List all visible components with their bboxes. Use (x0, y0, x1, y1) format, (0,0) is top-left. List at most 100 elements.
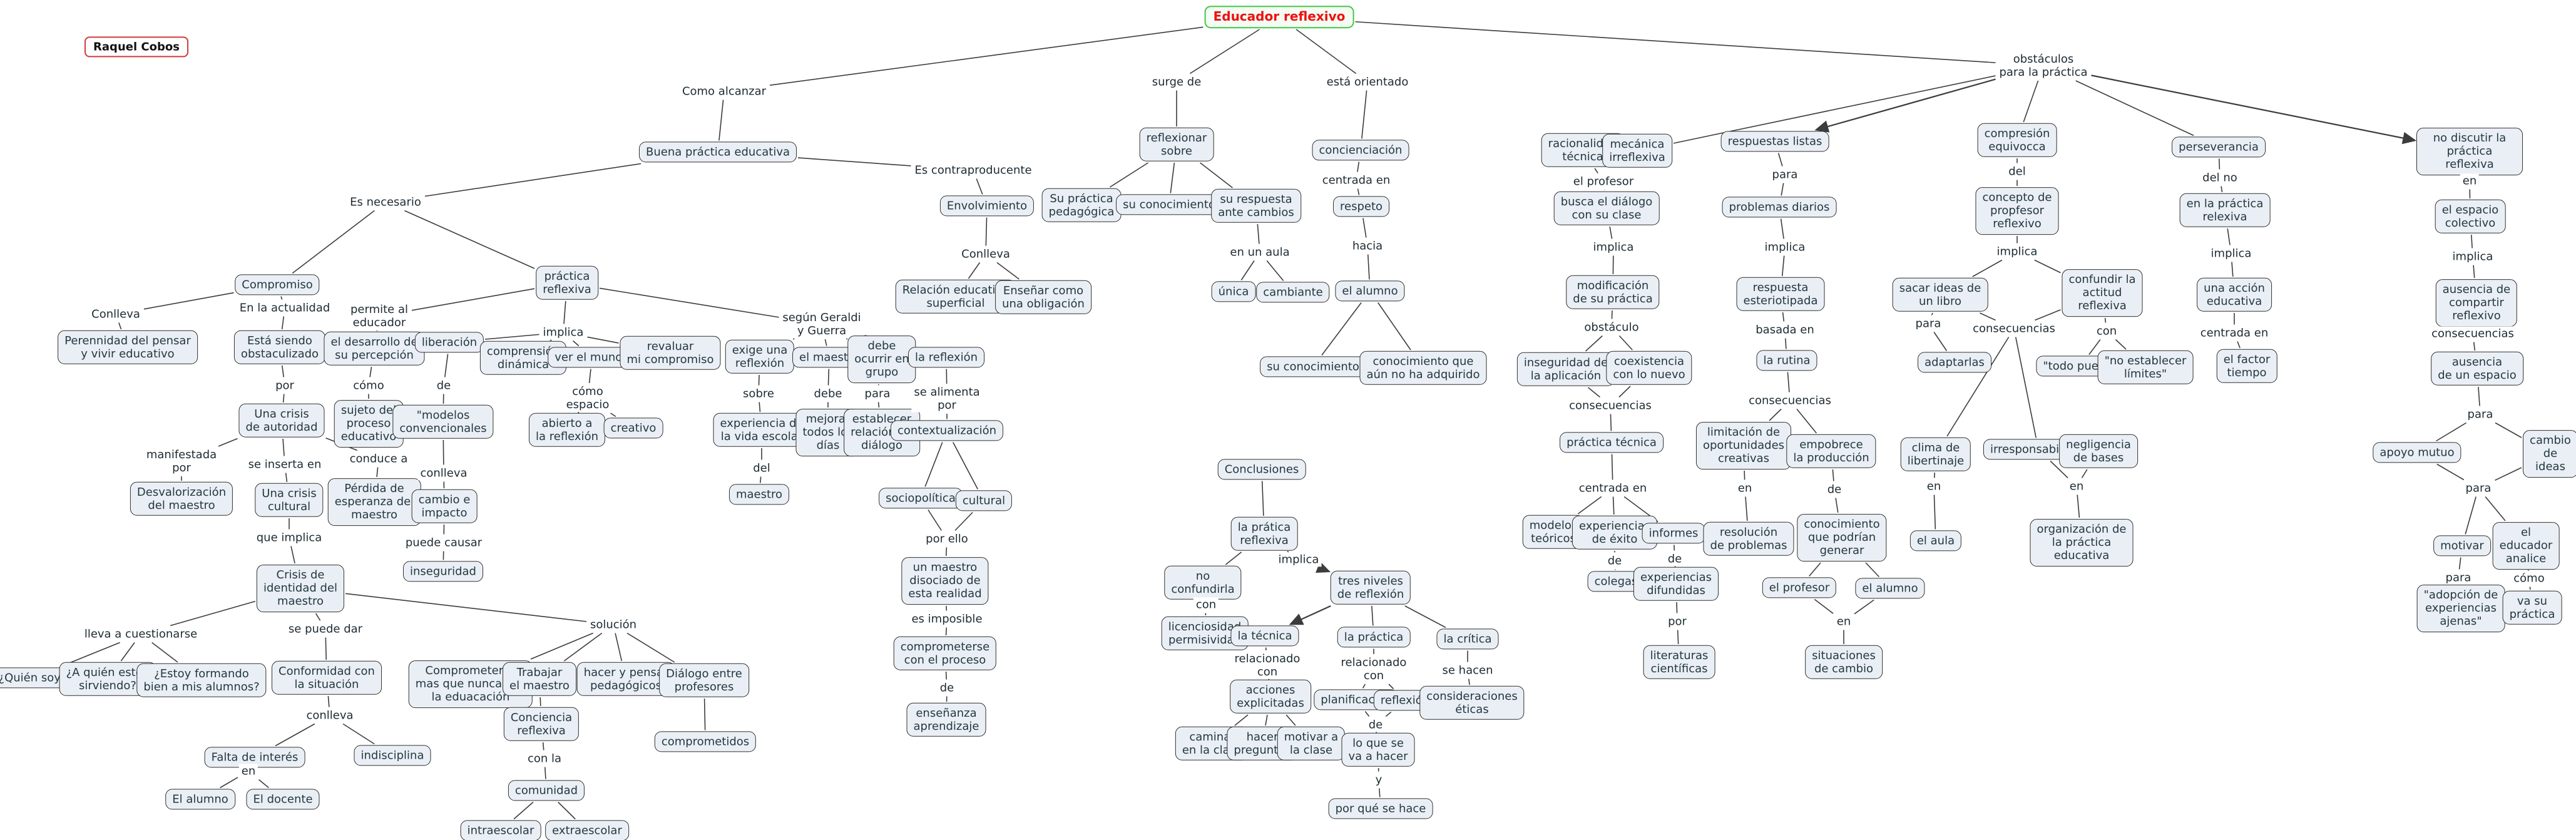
ensenanza-aprendizaje-node[interactable]: enseñanza aprendizaje (906, 702, 986, 737)
concepto-profesor-node[interactable]: concepto de propfesor reflexivo (1975, 187, 2059, 235)
una-accion-node[interactable]: una acción educativa (2197, 277, 2272, 312)
lp-segun-linking-phrase[interactable]: según Geraldi y Guerra (780, 310, 864, 339)
inseguridad-apl-node[interactable]: inseguridad de la aplicación (1516, 352, 1615, 387)
concienciacion-node[interactable]: concienciación (1312, 140, 1409, 161)
lp-solucion-linking-phrase[interactable]: solución (587, 617, 640, 632)
indisciplina-node[interactable]: indisciplina (354, 745, 431, 766)
lp-surge-de-linking-phrase[interactable]: surge de (1149, 74, 1204, 90)
lp-para1-linking-phrase[interactable]: para (862, 386, 893, 401)
lp-permite-linking-phrase[interactable]: permite al educador (347, 302, 411, 330)
lp-implica-c-linking-phrase[interactable]: implica (1275, 552, 1322, 567)
lp-conduce-linking-phrase[interactable]: conduce a (347, 451, 411, 466)
la-tecnica-node[interactable]: la técnica (1230, 625, 1299, 647)
lp-como1-linking-phrase[interactable]: cómo (350, 378, 387, 393)
ausencia-espacio-node[interactable]: ausencia de un espacio (2431, 351, 2523, 386)
ensenar-obligacion-node[interactable]: Enseñar como una obligación (995, 280, 1091, 315)
lp-en6-linking-phrase[interactable]: en (2460, 173, 2480, 188)
conocimiento-gen-node[interactable]: conocimiento que podrían generar (1797, 514, 1887, 561)
adopcion-node[interactable]: "adopción de experiencias ajenas" (2416, 585, 2505, 632)
creativo-node[interactable]: creativo (603, 417, 663, 439)
conocimiento-na-node[interactable]: conocimiento que aún no ha adquirido (1359, 351, 1487, 386)
informes-node[interactable]: informes (1642, 523, 1705, 544)
cambio-ideas-node[interactable]: cambio de ideas (2523, 430, 2576, 478)
no-establecer-node[interactable]: "no establecer límites" (2097, 350, 2194, 385)
lp-relacionado1-linking-phrase[interactable]: relacionado con (1232, 651, 1303, 680)
lp-en-aula-linking-phrase[interactable]: en un aula (1227, 245, 1292, 260)
lp-para4-linking-phrase[interactable]: para (2465, 407, 2496, 422)
lp-se-hacen-linking-phrase[interactable]: se hacen (1439, 663, 1496, 678)
lp-esta-orientado-linking-phrase[interactable]: está orientado (1324, 74, 1411, 90)
la-practica2-node[interactable]: la práctica (1337, 627, 1411, 648)
lp-puede-causar-linking-phrase[interactable]: puede causar (402, 535, 485, 550)
modificacion-node[interactable]: modificación de su práctica (1566, 275, 1660, 310)
comprometidos-node[interactable]: comprometidos (654, 731, 757, 752)
porque-se-hace-node[interactable]: por qué se hace (1328, 798, 1433, 819)
lp-del2-linking-phrase[interactable]: del (2006, 164, 2028, 179)
espacio-colectivo-node[interactable]: el espacio colectivo (2435, 199, 2506, 234)
lp-para2-linking-phrase[interactable]: para (1769, 167, 1801, 182)
lp-con-la-linking-phrase[interactable]: con la (524, 751, 565, 766)
hacer-pensar-node[interactable]: hacer y pensar pedagógicos (576, 662, 675, 697)
lp-se-inserta-linking-phrase[interactable]: se inserta en (245, 457, 324, 472)
la-critica-node[interactable]: la crítica (1436, 628, 1499, 650)
lp-en2-linking-phrase[interactable]: en (1735, 481, 1755, 496)
modelos-conv-node[interactable]: "modelos convencionales (392, 404, 494, 439)
lp-por2-linking-phrase[interactable]: por (1665, 614, 1689, 629)
lp-de4-linking-phrase[interactable]: de (1605, 553, 1625, 568)
practica-tecnica-node[interactable]: práctica técnica (1560, 432, 1664, 453)
mecanica-node[interactable]: mecánica irreflexiva (1602, 133, 1672, 168)
revaluar-node[interactable]: revaluar mi compromiso (620, 335, 721, 371)
perdida-esperanza-node[interactable]: Pérdida de esperanza del maestro (327, 478, 421, 526)
lp-de5-linking-phrase[interactable]: de (1665, 551, 1685, 566)
busca-dialogo-node[interactable]: busca el diálogo con su clase (1553, 191, 1660, 226)
lp-relacionado2-linking-phrase[interactable]: relacionado con (1338, 655, 1409, 684)
literaturas-node[interactable]: literaturas científicas (1643, 645, 1715, 680)
compromiso-node[interactable]: Compromiso (235, 274, 320, 295)
va-su-practica-node[interactable]: va su práctica (2502, 590, 2562, 625)
lp-consecuencias4-linking-phrase[interactable]: consecuencias (2429, 326, 2517, 341)
el-alumno1-node[interactable]: El alumno (165, 789, 235, 810)
empobrece-node[interactable]: empobrece la producción (1786, 434, 1876, 469)
envolvimiento-node[interactable]: Envolvimiento (939, 195, 1035, 217)
resolucion-node[interactable]: resolución de problemas (1703, 521, 1794, 556)
intraescolar-node[interactable]: intraescolar (460, 820, 541, 840)
conciencia-reflexiva-node[interactable]: Conciencia reflexiva (503, 707, 580, 742)
consideraciones-node[interactable]: consideraciones éticas (1419, 685, 1525, 720)
lp-conlleva2-linking-phrase[interactable]: conlleva (417, 466, 470, 481)
lp-obstaculo-linking-phrase[interactable]: obstáculo (1582, 320, 1642, 335)
lp-del-no-linking-phrase[interactable]: del no (2200, 170, 2240, 185)
su-conocimiento1-node[interactable]: su conocimiento (1116, 194, 1222, 215)
lp-en-actualidad-linking-phrase[interactable]: En la actualidad (237, 300, 333, 315)
experiencias-dif-node[interactable]: experiencias difundidas (1633, 566, 1719, 602)
lp-consecuencias3-linking-phrase[interactable]: consecuencias (1970, 321, 2058, 336)
maestro-disociado-node[interactable]: un maestro disociado de esta realidad (901, 557, 989, 605)
lp-hacia-linking-phrase[interactable]: hacia (1349, 238, 1386, 254)
su-conocimiento2-node[interactable]: su conocimiento (1260, 356, 1366, 377)
lp-en1-linking-phrase[interactable]: en (238, 764, 258, 779)
desarrollo-percepcion-node[interactable]: el desarrollo de su percepción (324, 331, 425, 366)
lp-como-alcanzar-linking-phrase[interactable]: Como alcanzar (679, 84, 769, 99)
el-docente-node[interactable]: El docente (246, 789, 320, 810)
lp-sobre-linking-phrase[interactable]: sobre (740, 386, 777, 401)
lp-centrada2-linking-phrase[interactable]: centrada en (1576, 481, 1650, 496)
acciones-expl-node[interactable]: acciones explicitadas (1230, 679, 1311, 714)
lp-del1-linking-phrase[interactable]: del (750, 461, 773, 476)
el-alumno3-node[interactable]: el alumno (1855, 578, 1925, 599)
su-respuesta-node[interactable]: su respuesta ante cambios (1211, 188, 1301, 223)
coexistencia-node[interactable]: coexistencia con lo nuevo (1606, 351, 1692, 386)
lp-implica1-linking-phrase[interactable]: implica (540, 325, 586, 340)
lp-y-linking-phrase[interactable]: y (1372, 772, 1385, 787)
respeto-node[interactable]: respeto (1332, 196, 1390, 217)
lp-con2-linking-phrase[interactable]: con (2093, 324, 2120, 339)
exige-reflexion-node[interactable]: exige una reflexión (725, 339, 795, 374)
lp-de2-linking-phrase[interactable]: de (937, 680, 957, 695)
lp-de6-linking-phrase[interactable]: de (1824, 482, 1844, 497)
contextualizacion-node[interactable]: contextualización (890, 420, 1004, 441)
lp-obstaculos-linking-phrase[interactable]: obstáculos para la práctica (1996, 51, 2090, 80)
lp-se-alimenta-linking-phrase[interactable]: se alimenta por (911, 384, 983, 413)
lp-conlleva3-linking-phrase[interactable]: Conlleva (959, 247, 1013, 262)
negligencia-node[interactable]: negligencia de bases (2059, 434, 2138, 469)
problemas-diarios-node[interactable]: problemas diarios (1722, 197, 1837, 218)
dialogo-profesores-node[interactable]: Diálogo entre profesores (659, 663, 749, 698)
lp-consecuencias1-linking-phrase[interactable]: consecuencias (1567, 398, 1654, 413)
